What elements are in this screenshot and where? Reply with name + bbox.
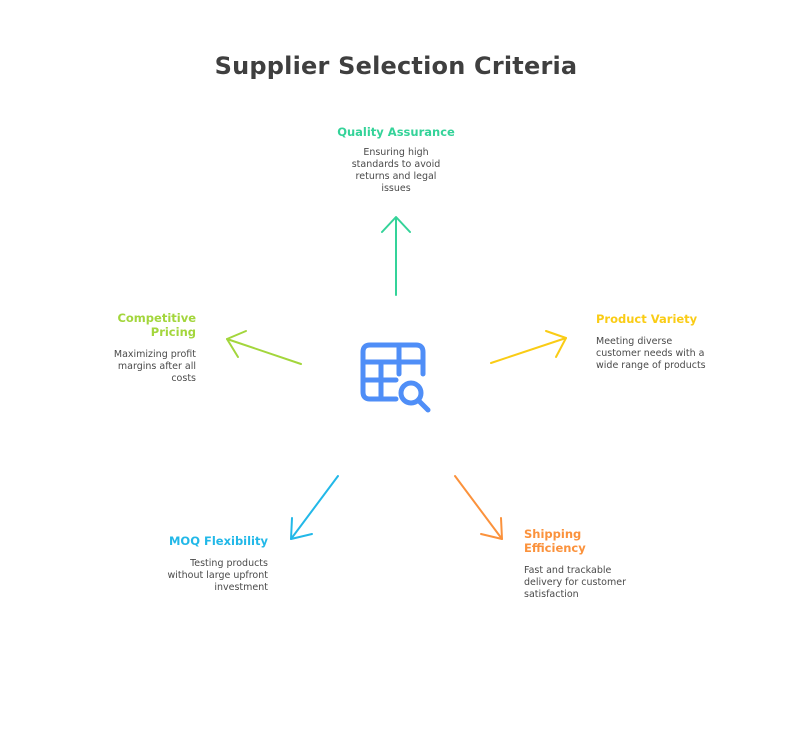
criterion-variety: Product Variety Meeting diverse customer… — [596, 312, 708, 372]
criterion-shipping-heading: Shipping Efficiency — [524, 527, 586, 555]
criterion-variety-description: Meeting diverse customer needs with a wi… — [596, 336, 706, 371]
table-search-icon — [360, 342, 431, 413]
criterion-shipping: Shipping Efficiency Fast and trackable d… — [524, 527, 636, 601]
criterion-moq-description: Testing products without large upfront i… — [167, 558, 268, 593]
arrow-moq — [290, 475, 339, 540]
criterion-pricing-description: Maximizing profit margins after all cost… — [113, 349, 196, 384]
criterion-shipping-description: Fast and trackable delivery for customer… — [524, 565, 626, 600]
criterion-moq: MOQ Flexibility Testing products without… — [158, 534, 268, 594]
criterion-pricing-heading: Competitive Pricing — [117, 311, 196, 339]
criterion-moq-heading: MOQ Flexibility — [168, 534, 268, 548]
arrow-variety — [490, 330, 567, 364]
criterion-quality-description: Ensuring high standards to avoid returns… — [351, 147, 441, 194]
criterion-quality-heading: Quality Assurance — [337, 125, 455, 139]
diagram-title: Supplier Selection Criteria — [214, 52, 578, 80]
arrow-pricing — [226, 330, 302, 365]
arrow-shipping — [454, 475, 503, 540]
criterion-quality: Quality Assurance Ensuring high standard… — [336, 125, 456, 195]
arrow-quality — [381, 216, 411, 296]
criterion-pricing: Competitive Pricing Maximizing profit ma… — [96, 311, 196, 385]
criterion-variety-heading: Product Variety — [596, 312, 698, 326]
